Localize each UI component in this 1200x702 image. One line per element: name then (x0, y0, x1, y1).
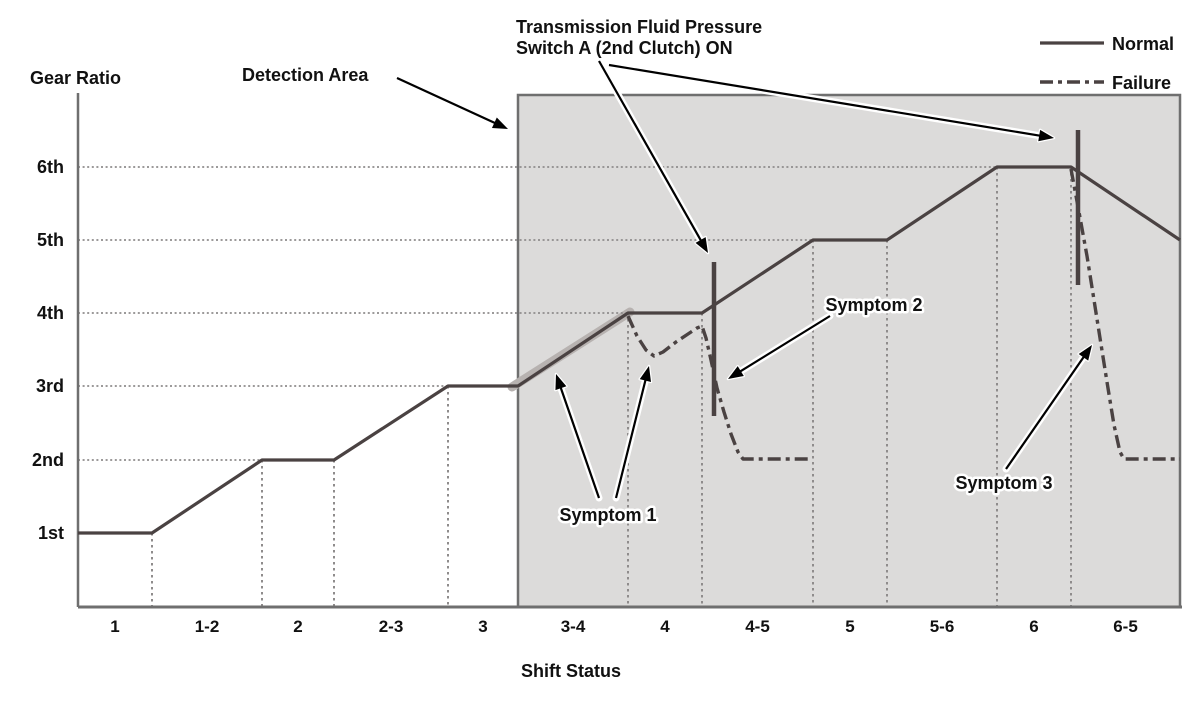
switch-on-label-line1: Transmission Fluid Pressure (516, 17, 762, 37)
y-tick-label: 4th (37, 303, 64, 323)
x-tick-label: 4 (660, 617, 670, 636)
x-tick-label: 5-6 (930, 617, 955, 636)
legend-failure-label: Failure (1112, 73, 1171, 93)
symptom-3-arrow (1005, 354, 1087, 470)
tick-labels-group: 1st 2nd 3rd 4th 5th 6th 1 1-2 2 2-3 3 3-4 4 4-5 5 5-6 6 6… (32, 157, 1138, 636)
axes-group (76, 93, 1182, 609)
legend-normal-label: Normal (1112, 34, 1174, 54)
failure-line (626, 315, 811, 461)
legend-group (1040, 41, 1104, 84)
x-tick-label: 2-3 (379, 617, 404, 636)
normal-line-group (78, 165, 1181, 535)
normal-line (78, 165, 1181, 535)
gridlines-group (78, 166, 1072, 607)
symptom-2-arrow-head (728, 366, 744, 379)
y-tick-label: 2nd (32, 450, 64, 470)
failure-line-group (626, 168, 1180, 461)
x-tick-label: 1-2 (195, 617, 220, 636)
x-tick-label: 6-5 (1113, 617, 1138, 636)
pressure-switch-spikes-group (711, 130, 1081, 416)
y-tick-label: 5th (37, 230, 64, 250)
switch-on-arrow-2-head (1038, 129, 1054, 142)
symptom-1-arrow-left (558, 384, 601, 499)
symptom-1-arrow-right (614, 377, 648, 499)
y-tick-label: 1st (38, 523, 64, 543)
x-tick-label: 1 (110, 617, 119, 636)
switch-on-arrow-1 (598, 60, 704, 244)
symptom-1-arrow-left-head (555, 374, 567, 391)
symptom-3-label: Symptom 3 (955, 473, 1052, 493)
detection-area-arrow-head (491, 117, 508, 129)
detection-area-arrow (396, 77, 498, 125)
x-tick-label: 4-5 (745, 617, 770, 636)
detection-area-label: Detection Area (242, 65, 369, 85)
gear-ratio-label: Gear Ratio (30, 68, 121, 88)
shift-status-label: Shift Status (521, 661, 621, 681)
symptom-3-arrow-head (1078, 345, 1092, 361)
symptom-2-arrow (737, 315, 831, 374)
x-tick-label: 2 (293, 617, 302, 636)
x-tick-label: 5 (845, 617, 854, 636)
switch-on-label-line2: Switch A (2nd Clutch) ON (516, 38, 733, 58)
annotation-arrows-group (393, 57, 1094, 502)
x-tick-label: 6 (1029, 617, 1038, 636)
switch-on-arrow-1-head (695, 237, 708, 253)
y-tick-label: 3rd (36, 376, 64, 396)
symptom-1-arrow-right-head (639, 366, 651, 382)
y-tick-label: 6th (37, 157, 64, 177)
static-labels-group: Gear Ratio Shift Status Transmission Flu… (30, 17, 1174, 681)
x-tick-label: 3 (478, 617, 487, 636)
symptom-1-label: Symptom 1 (559, 505, 656, 525)
switch-on-arrow-2 (608, 63, 1043, 138)
x-tick-label: 3-4 (561, 617, 586, 636)
symptom-2-label: Symptom 2 (825, 295, 922, 315)
failure-line (1069, 168, 1180, 461)
